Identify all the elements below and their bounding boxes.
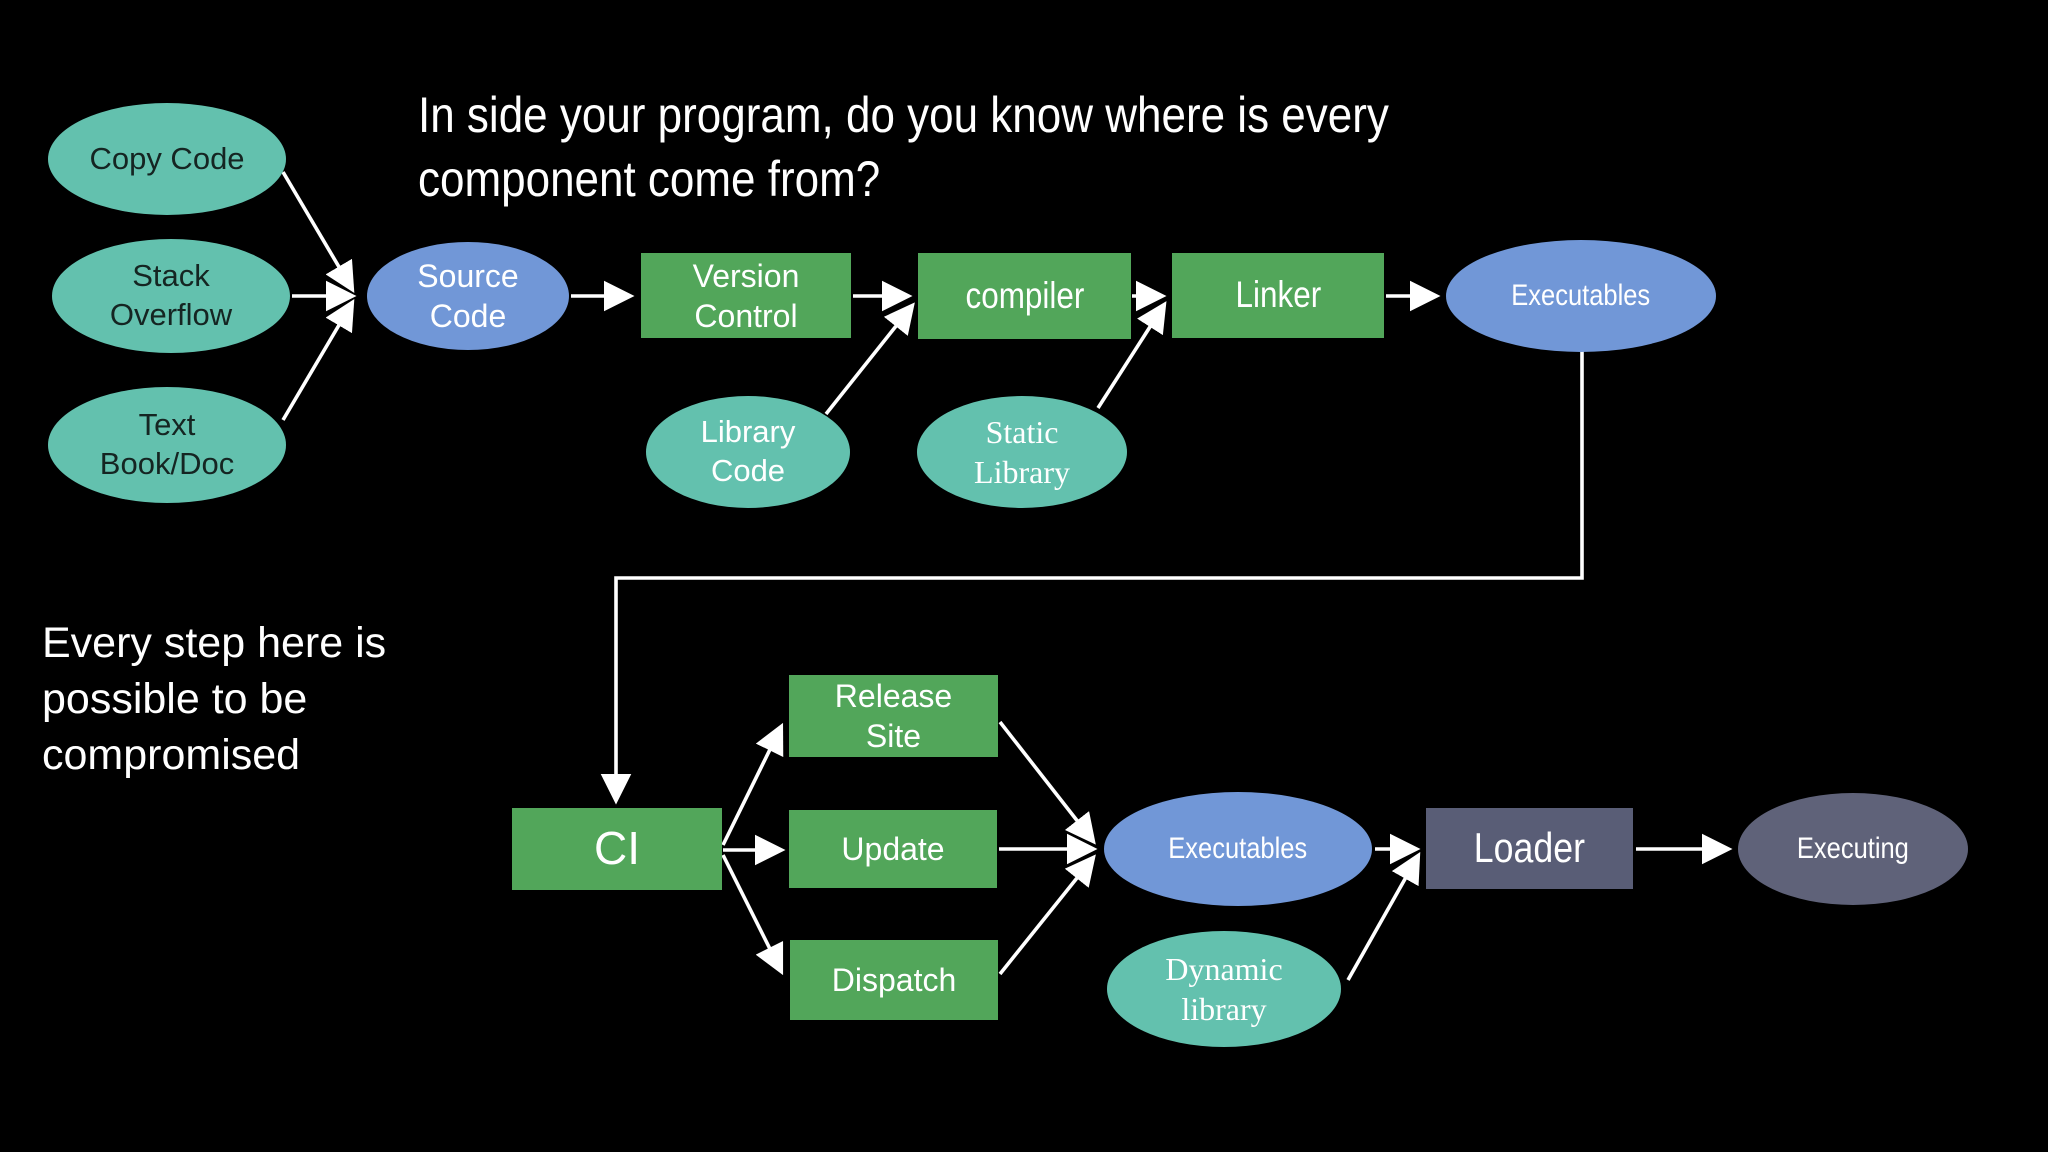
node-executables-top-label: Executables [1511, 279, 1651, 313]
node-library-code-label: Library Code [700, 414, 796, 488]
node-executables-bottom-label: Executables [1168, 832, 1308, 866]
node-linker-label: Linker [1235, 274, 1321, 316]
node-executables-bottom: Executables [1104, 792, 1372, 906]
slide-title: In side your program, do you know where … [418, 87, 1389, 207]
node-update: Update [789, 810, 997, 888]
node-dynamic-library-label: Dynamic library [1165, 951, 1283, 1027]
node-text-book-doc-label: Text Book/Doc [99, 407, 235, 481]
node-text-book-doc: Text Book/Doc [48, 387, 286, 503]
node-library-code: Library Code [646, 396, 850, 508]
node-static-library: Static Library [917, 396, 1127, 508]
node-ci-label: CI [594, 822, 640, 875]
node-copy-code-label: Copy Code [89, 140, 245, 176]
node-release-site: Release Site [789, 675, 998, 757]
node-static-library-label: Static Library [974, 414, 1070, 490]
node-loader-label: Loader [1473, 824, 1586, 872]
node-linker: Linker [1172, 253, 1384, 338]
node-release-site-label: Release Site [834, 678, 953, 754]
node-loader: Loader [1426, 808, 1633, 889]
node-executing-label: Executing [1797, 832, 1909, 866]
node-compiler: compiler [918, 253, 1131, 339]
node-stack-overflow: Stack Overflow [52, 239, 290, 353]
node-stack-overflow-label: Stack Overflow [109, 258, 233, 332]
side-note: Every step here is possible to be compro… [42, 619, 387, 779]
node-compiler-label: compiler [965, 274, 1084, 316]
node-executing: Executing [1738, 793, 1968, 905]
node-update-label: Update [841, 831, 945, 867]
node-source-code: Source Code [367, 242, 569, 350]
node-copy-code: Copy Code [48, 103, 286, 215]
node-dynamic-library: Dynamic library [1107, 931, 1341, 1047]
node-dispatch: Dispatch [790, 940, 998, 1020]
node-executables-top: Executables [1446, 240, 1716, 352]
node-ci: CI [512, 808, 722, 890]
node-version-control: Version Control [641, 253, 851, 338]
node-version-control-label: Version Control [692, 257, 800, 334]
node-source-code-label: Source Code [417, 258, 519, 334]
node-dispatch-label: Dispatch [831, 962, 957, 998]
